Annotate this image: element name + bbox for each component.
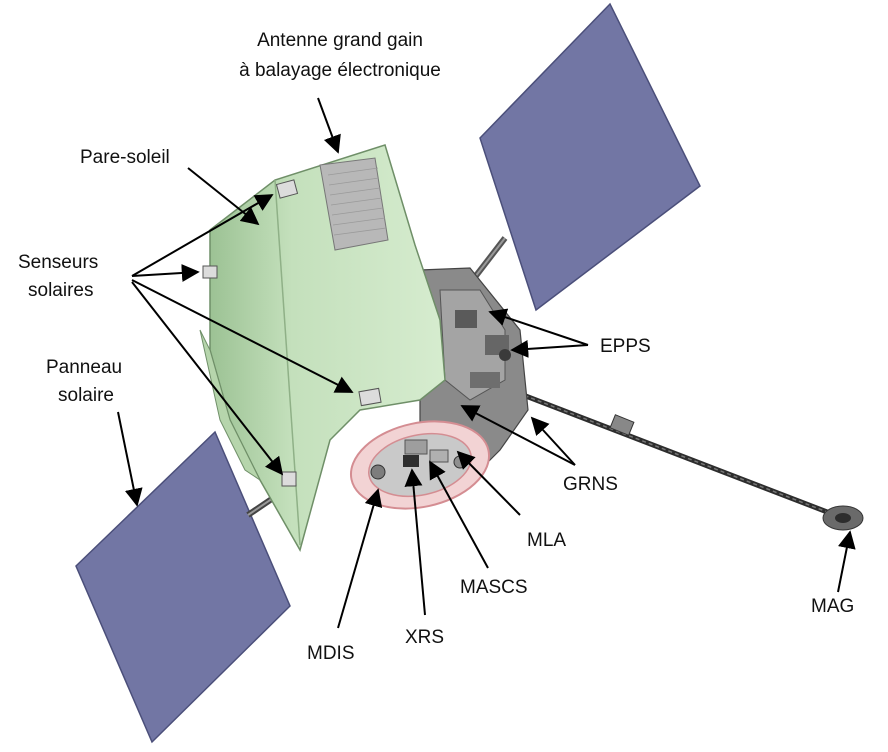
label-mascs: MASCS: [460, 577, 528, 598]
arrow-mag: [837, 530, 856, 593]
label-antenna-line1: Antenne grand gain: [257, 30, 423, 51]
solar-panel-lower: [75, 430, 291, 744]
arrows-sun-sensors: [131, 194, 354, 476]
arrow-mascs: [429, 460, 489, 569]
label-sun-sensors-line1: Senseurs: [18, 252, 98, 273]
label-sun-sensors-line2: solaires: [28, 280, 93, 301]
arrow-sunshade: [187, 167, 260, 226]
label-mdis: MDIS: [307, 643, 355, 664]
magnetometer-boom: [504, 385, 864, 531]
arrows-grns: [460, 405, 576, 466]
arrow-antenna: [317, 97, 341, 154]
label-mla: MLA: [527, 530, 566, 551]
sun-sensor-top: [275, 179, 299, 199]
label-antenna-line2: à balayage électronique: [239, 60, 441, 81]
label-mag: MAG: [811, 596, 854, 617]
label-xrs: XRS: [405, 627, 444, 648]
label-epps: EPPS: [600, 336, 651, 357]
arrows-epps: [488, 308, 589, 358]
label-grns: GRNS: [563, 474, 618, 495]
sun-sensor-middle: [358, 387, 382, 407]
sun-sensor-left: [202, 265, 218, 279]
arrow-mdis: [337, 488, 383, 629]
label-sunshade: Pare-soleil: [80, 147, 170, 168]
sun-sensor-bottom: [281, 471, 297, 487]
label-solar-panel-line1: Panneau: [46, 357, 122, 378]
arrow-xrs: [404, 468, 426, 616]
arrow-solar-panel: [117, 411, 143, 507]
solar-panel-upper: [479, 2, 701, 312]
arrow-mla: [456, 450, 521, 516]
label-solar-panel-line2: solaire: [58, 385, 114, 406]
